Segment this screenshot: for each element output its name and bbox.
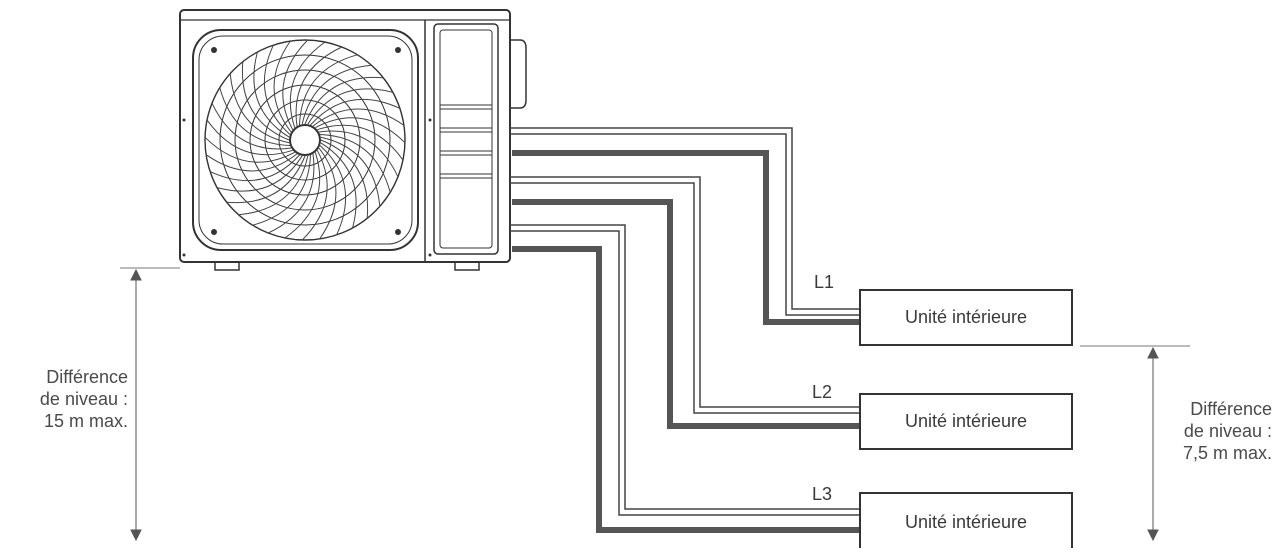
fan-blade bbox=[307, 88, 394, 125]
fan-blade bbox=[238, 155, 309, 216]
right-level-label: Différence de niveau : 7,5 m max. bbox=[1150, 398, 1272, 464]
fan-blade bbox=[226, 155, 306, 204]
fan-blade bbox=[312, 108, 405, 127]
fan-blade bbox=[216, 155, 303, 192]
indoor-unit-box-2 bbox=[859, 393, 1073, 450]
fan-blade bbox=[252, 154, 311, 226]
fan-blade bbox=[310, 98, 401, 126]
pipe-label-l1: L1 bbox=[814, 272, 835, 292]
fan-blade bbox=[319, 145, 347, 236]
fan-blade bbox=[229, 73, 290, 144]
fan-blade bbox=[282, 39, 309, 130]
fan-blade bbox=[241, 61, 290, 141]
indoor-unit-label-1: Unité intérieure bbox=[904, 307, 1028, 327]
pipe-l3-thin bbox=[510, 224, 860, 516]
left-level-line3: 15 m max. bbox=[43, 411, 128, 431]
fan-blade bbox=[295, 46, 343, 127]
right-level-line1: Différence bbox=[1190, 399, 1272, 419]
fan-blade bbox=[284, 152, 321, 239]
fan-blade bbox=[219, 87, 291, 146]
fan-spokes bbox=[204, 39, 406, 241]
fan-blade bbox=[273, 40, 292, 133]
fan-blade bbox=[301, 64, 372, 125]
fan-blade bbox=[320, 142, 357, 229]
fan-blade bbox=[289, 41, 326, 128]
corner-screws bbox=[182, 47, 432, 257]
indoor-unit-box-3 bbox=[859, 492, 1073, 553]
left-level-line2: de niveau : bbox=[39, 389, 128, 409]
left-level-label: Différence de niveau : 15 m max. bbox=[0, 366, 128, 432]
right-level-line3: 7,5 m max. bbox=[1182, 443, 1272, 463]
pipe-l2-thick bbox=[512, 199, 860, 429]
fan-blade bbox=[204, 136, 295, 163]
fan-blade bbox=[206, 119, 293, 156]
fan-blade bbox=[301, 150, 328, 241]
pipe-l1-thin bbox=[510, 127, 860, 316]
pipe-l3-thick bbox=[512, 246, 860, 533]
fan-blade bbox=[253, 51, 290, 138]
pipe-label-l2: L2 bbox=[812, 382, 833, 402]
fan-blade bbox=[315, 117, 406, 144]
indoor-unit-box-1 bbox=[859, 289, 1073, 346]
fan-blade bbox=[320, 139, 369, 219]
fan-blade bbox=[205, 153, 298, 172]
fan-blade bbox=[211, 102, 292, 150]
fan-blade bbox=[319, 134, 391, 193]
fan-blade bbox=[263, 44, 291, 135]
pipe-l1-thick bbox=[512, 150, 860, 325]
fan-blade bbox=[267, 153, 315, 234]
right-dimension-arrow bbox=[1147, 346, 1159, 542]
pipe-l2-thin bbox=[510, 176, 860, 414]
fan-blade bbox=[317, 124, 404, 161]
fan-blade bbox=[299, 54, 358, 126]
indoor-unit-label-3: Unité intérieure bbox=[904, 512, 1028, 532]
pipe-label-l3: L3 bbox=[812, 484, 833, 504]
fan-blade bbox=[318, 130, 399, 178]
indoor-unit-label-2: Unité intérieure bbox=[904, 411, 1028, 431]
right-level-line2: de niveau : bbox=[1183, 421, 1272, 441]
outdoor-unit bbox=[179, 9, 527, 271]
fan-blade bbox=[318, 147, 337, 240]
fan-blade bbox=[320, 136, 381, 207]
fan-blade bbox=[209, 154, 300, 182]
left-dimension-arrow bbox=[130, 268, 142, 542]
left-level-line1: Différence bbox=[46, 367, 128, 387]
fan-blade bbox=[304, 76, 384, 125]
